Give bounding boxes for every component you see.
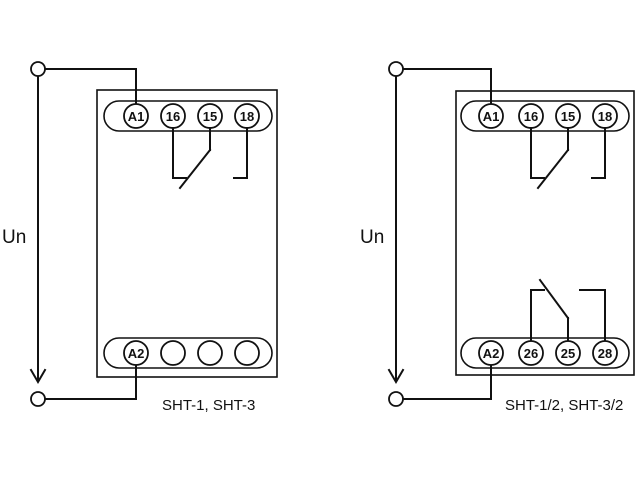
terminal-A2: A2 [123,340,149,366]
svg-text:A1: A1 [483,109,500,124]
supply-voltage-label: Un [2,227,26,248]
terminal-16: 16 [160,103,186,129]
svg-text:18: 18 [240,109,254,124]
bottom-terminal-strip [103,337,273,369]
supply-voltage-label: Un [360,227,384,248]
relay-diagram-left: Un A1 16 15 18 [2,61,278,414]
terminal-18: 18 [234,103,260,129]
supply-wiring-right [387,68,492,400]
supply-wiring-left [29,68,137,400]
supply-terminal-top [30,61,46,77]
terminal-empty [160,340,186,366]
svg-text:28: 28 [598,346,612,361]
supply-terminal-bottom [388,391,404,407]
top-terminal-strip [103,100,273,132]
terminal-26: 26 [518,340,544,366]
supply-terminal-top [388,61,404,77]
terminal-15: 15 [197,103,223,129]
svg-text:18: 18 [598,109,612,124]
terminal-A2: A2 [478,340,504,366]
supply-terminal-bottom [30,391,46,407]
changeover-contact-1 [530,127,606,190]
terminal-empty [197,340,223,366]
terminal-A1: A1 [478,103,504,129]
svg-text:A2: A2 [128,346,145,361]
svg-text:16: 16 [166,109,180,124]
svg-text:16: 16 [524,109,538,124]
relay-housing [455,90,635,376]
svg-text:15: 15 [203,109,217,124]
terminal-25: 25 [555,340,581,366]
terminal-A1: A1 [123,103,149,129]
svg-text:25: 25 [561,346,575,361]
terminal-28: 28 [592,340,618,366]
changeover-contact-2 [530,278,606,341]
bottom-terminal-strip [460,337,630,369]
relay-diagram-right: Un A1 16 15 18 [360,61,635,414]
svg-text:A1: A1 [128,109,145,124]
svg-text:15: 15 [561,109,575,124]
svg-text:A2: A2 [483,346,500,361]
relay-housing [96,89,278,378]
terminal-15: 15 [555,103,581,129]
terminal-16: 16 [518,103,544,129]
svg-text:26: 26 [524,346,538,361]
model-label: SHT-1/2, SHT-3/2 [505,397,623,414]
terminal-empty [234,340,260,366]
model-label: SHT-1, SHT-3 [162,397,255,414]
changeover-contact [172,127,248,190]
terminal-18: 18 [592,103,618,129]
top-terminal-strip [460,100,630,132]
